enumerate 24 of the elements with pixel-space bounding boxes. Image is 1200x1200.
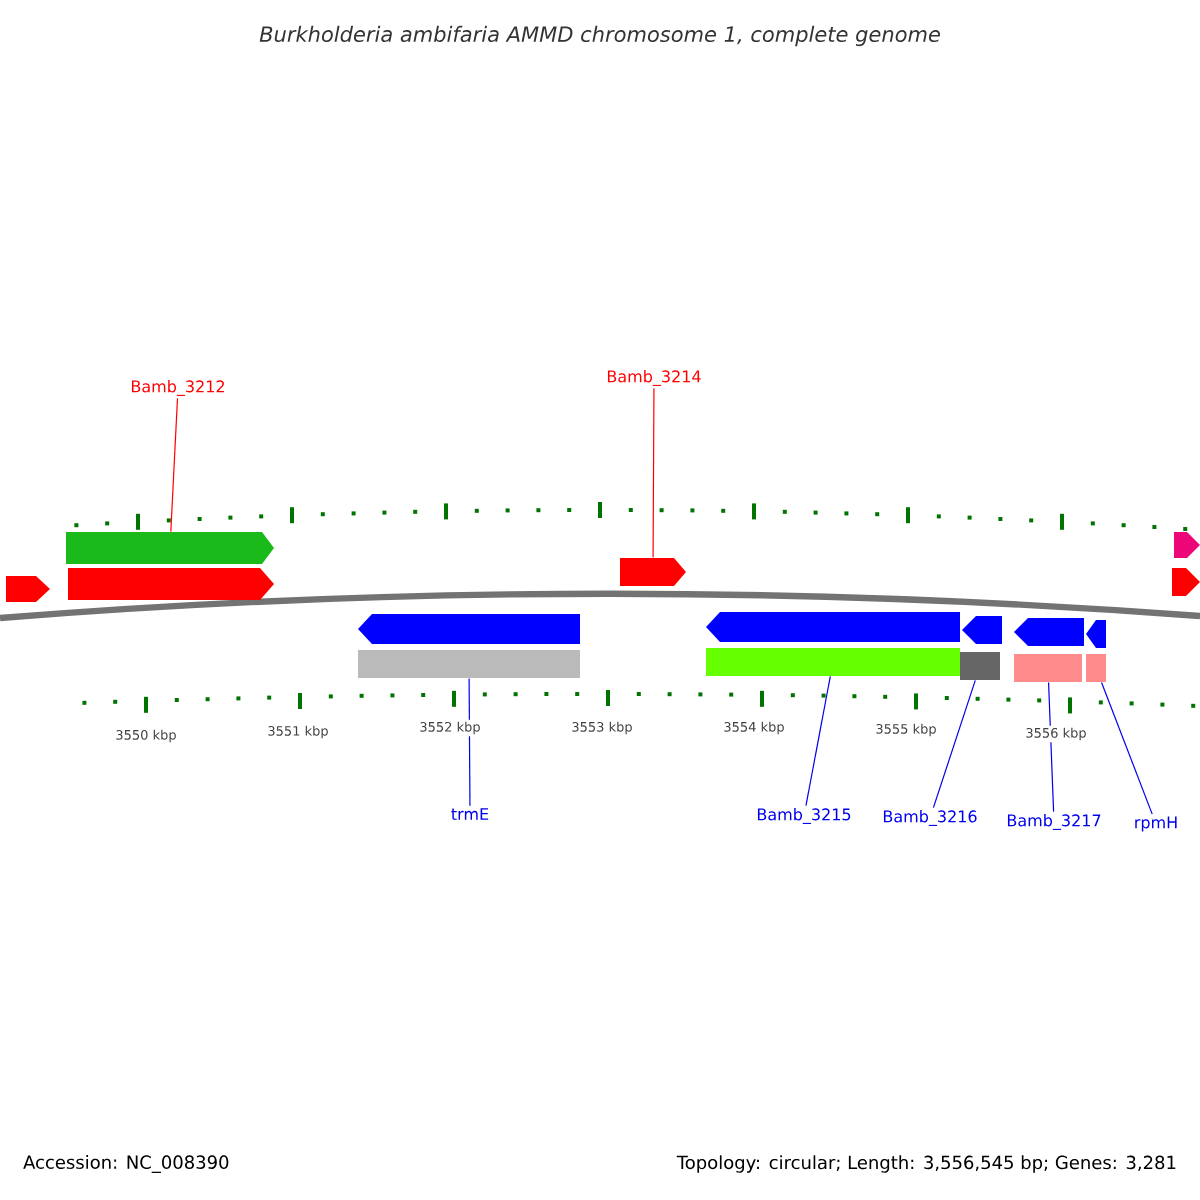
gene-label: rpmH bbox=[1135, 816, 1177, 832]
gene-label: Bamb_3217 bbox=[1007, 814, 1101, 830]
gene-label: Bamb_3212 bbox=[131, 380, 224, 396]
genome-info-text: Topology: circular; Length: 3,556,545 bp; Genes: 3,281 bbox=[676, 1155, 1176, 1173]
leader-line bbox=[170, 397, 179, 533]
leader-line bbox=[652, 387, 655, 559]
gene-bar bbox=[706, 648, 960, 676]
gene-label: Bamb_3215 bbox=[757, 808, 851, 824]
gene-label: trmE bbox=[451, 808, 489, 820]
title: Burkholderia ambifaria AMMD chromosome 1, complete genome bbox=[259, 25, 940, 47]
leader-line bbox=[468, 677, 471, 807]
gene-feature bbox=[620, 558, 686, 586]
gene-label: Bamb_3214 bbox=[607, 370, 701, 386]
gene-label: Bamb_3216 bbox=[883, 810, 977, 826]
gene-feature bbox=[66, 532, 274, 564]
leader-line bbox=[932, 679, 976, 809]
leader-line bbox=[1100, 681, 1153, 815]
gene-bar bbox=[960, 652, 1000, 680]
accession-text: Accession: NC_008390 bbox=[23, 1155, 229, 1173]
leader-line bbox=[1047, 681, 1055, 813]
gene-bar bbox=[1086, 654, 1106, 682]
leader-line bbox=[805, 675, 831, 807]
gene-bar bbox=[358, 650, 580, 678]
gene-bar bbox=[1014, 654, 1082, 682]
